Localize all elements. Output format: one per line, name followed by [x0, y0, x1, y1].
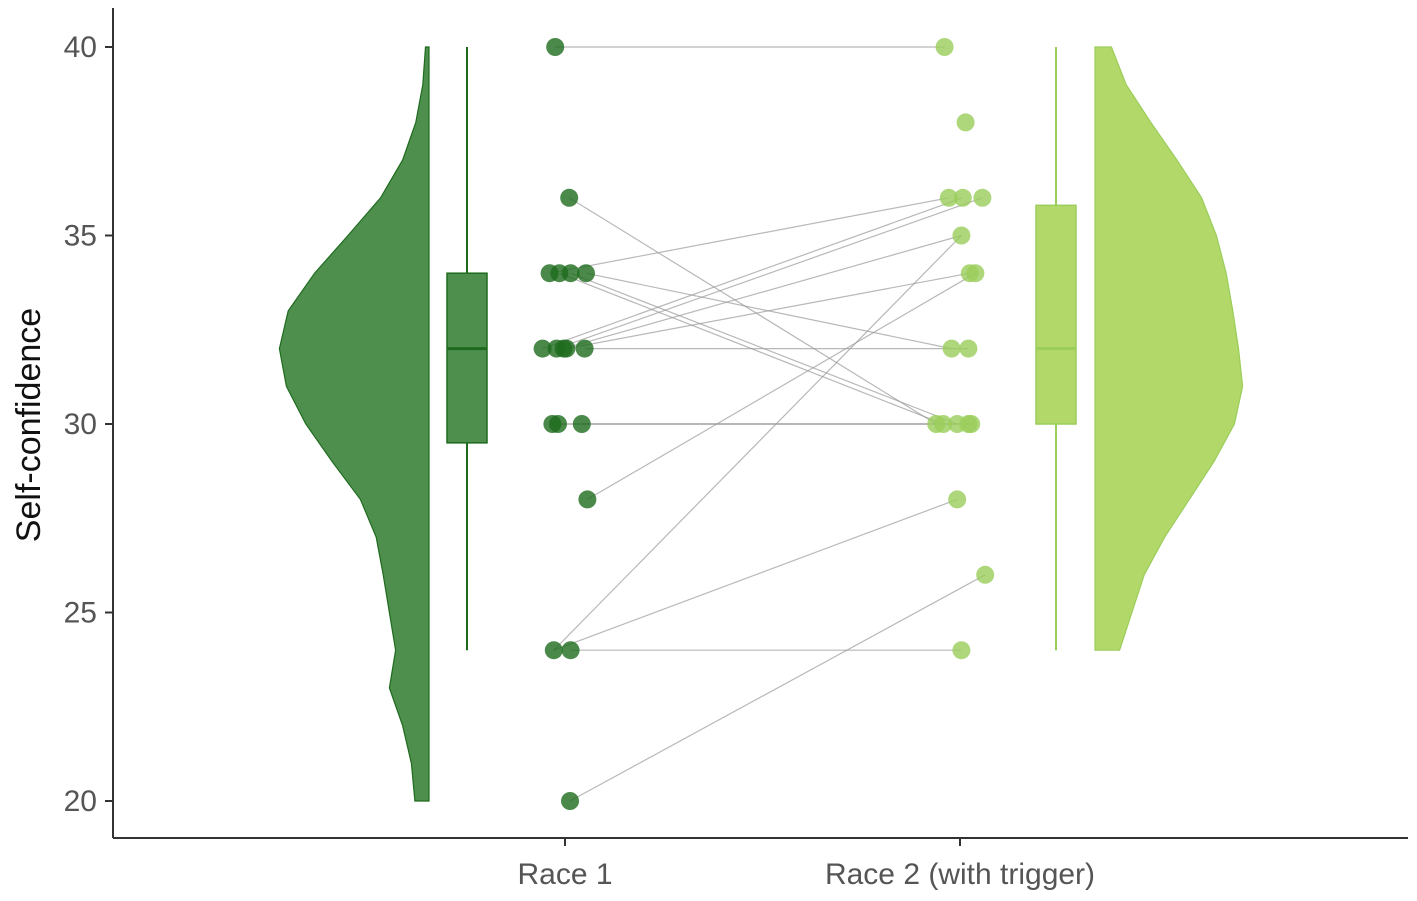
pair-line [556, 197, 983, 350]
x-tick-label: Race 1 [517, 858, 612, 891]
pair-line [587, 272, 976, 500]
density-cloud [278, 46, 430, 802]
data-point [966, 264, 985, 283]
boxplots [446, 47, 1077, 651]
pair-line [568, 197, 937, 425]
data-point [948, 490, 967, 509]
box-iqr [446, 272, 488, 444]
data-point [934, 415, 953, 433]
data-point [561, 641, 580, 660]
pair-line [542, 197, 964, 350]
pair-line [569, 574, 986, 802]
y-tick-label: 40 [64, 31, 97, 64]
box-iqr [1035, 204, 1077, 425]
y-axis-title: Self-confidence [10, 308, 48, 542]
data-point [973, 188, 992, 207]
data-point [560, 188, 579, 207]
data-point [575, 339, 594, 358]
pair-line [553, 498, 958, 651]
pair-line [563, 234, 962, 350]
y-tick-label: 30 [64, 408, 97, 441]
data-point [572, 415, 591, 433]
data-point [939, 188, 958, 207]
density-clouds [278, 46, 1244, 802]
data-point [557, 339, 576, 358]
pair-lines [542, 46, 986, 802]
data-point [533, 339, 552, 358]
data-point [561, 792, 580, 810]
data-points [533, 38, 995, 810]
data-point [942, 339, 961, 358]
data-point [962, 415, 981, 433]
y-tick-label: 35 [64, 220, 97, 253]
data-point [959, 339, 978, 358]
x-tick-label: Race 2 (with trigger) [825, 858, 1095, 891]
data-point [561, 264, 580, 283]
pair-line [553, 235, 962, 651]
data-point [577, 264, 595, 283]
data-point [546, 38, 565, 56]
data-point [952, 226, 971, 245]
data-point [952, 641, 971, 660]
data-point [953, 188, 972, 207]
density-cloud [1094, 46, 1244, 651]
pair-line [549, 197, 949, 274]
y-tick-label: 20 [64, 785, 97, 818]
data-point [956, 113, 975, 132]
data-point [544, 641, 563, 660]
pair-line [566, 272, 970, 350]
y-tick-label: 25 [64, 597, 97, 630]
data-point [935, 38, 954, 56]
data-point [976, 565, 995, 584]
data-point [549, 415, 567, 433]
data-point [578, 490, 597, 509]
